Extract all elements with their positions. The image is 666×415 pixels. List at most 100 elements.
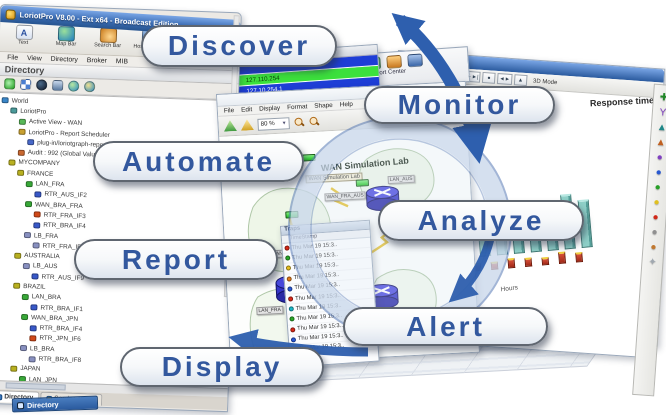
- menu-item[interactable]: Help: [339, 100, 354, 109]
- mode-label: 3D Mode: [532, 77, 558, 86]
- trap-timestamp: Thu Mar 19 15:3..: [297, 333, 344, 343]
- tool-strip-icon[interactable]: ●: [654, 181, 662, 194]
- alert-bar: [524, 257, 533, 267]
- tree-item-icon: [18, 128, 26, 135]
- tree-item-icon: [17, 169, 25, 177]
- search-icon: [99, 27, 117, 44]
- cycle-pill-analyze[interactable]: Analyze: [378, 200, 584, 241]
- map-layer-icon[interactable]: [223, 120, 237, 132]
- tree-item-icon: [32, 242, 40, 249]
- tree-item-icon: [31, 273, 39, 280]
- zoom-out-icon[interactable]: [308, 116, 320, 128]
- tree-item-icon: [1, 97, 9, 104]
- menu-item[interactable]: Directory: [50, 55, 78, 64]
- tree-item-icon: [23, 231, 32, 239]
- tree-item-label: LB_AUS: [32, 262, 58, 271]
- menu-item[interactable]: MIB: [115, 57, 129, 65]
- trap-timestamp: Thu Mar 19 15:3..: [296, 312, 343, 322]
- status-chip[interactable]: [302, 153, 316, 162]
- chart-report-icon[interactable]: [386, 54, 403, 69]
- map-layer-icon-2[interactable]: [240, 119, 254, 131]
- tree-item-label: WAN_BRA_JPN: [30, 314, 79, 323]
- zoom-select[interactable]: 80 %▼: [257, 116, 290, 131]
- tool-strip-icon[interactable]: ●: [656, 152, 664, 164]
- tool-strip-icon[interactable]: Y: [659, 107, 666, 119]
- trap-timestamp: Thu Mar 19 15:3..: [293, 272, 340, 282]
- cycle-pill-report[interactable]: Report: [74, 239, 278, 280]
- dark-globe-icon[interactable]: [36, 79, 48, 91]
- trap-timestamp: Thu Mar 19 15:3..: [294, 292, 341, 302]
- cycle-pill-discover[interactable]: Discover: [141, 25, 337, 67]
- tree-item-label: RTR_BRA_IF1: [40, 304, 84, 313]
- tool-strip-icon[interactable]: ●: [650, 241, 657, 254]
- globe-yellow-icon[interactable]: [83, 80, 96, 93]
- app-logo-icon: [5, 8, 16, 20]
- tool-strip-icon[interactable]: ●: [652, 211, 659, 224]
- trap-severity-icon: [287, 296, 294, 302]
- tree-item-icon: [34, 191, 42, 198]
- chart-title: Response time: [589, 95, 655, 109]
- tool-strip-icon[interactable]: ✦: [647, 256, 657, 269]
- text-icon: A: [15, 24, 33, 41]
- tree-item-label: WAN_BRA_FRA: [34, 200, 83, 210]
- menu-item[interactable]: View: [26, 54, 42, 62]
- trap-severity-icon: [290, 326, 296, 333]
- cycle-pill-automate[interactable]: Automate: [93, 141, 304, 182]
- trap-severity-icon: [285, 265, 292, 272]
- tree-item-icon: [14, 252, 22, 259]
- zoom-in-icon[interactable]: [293, 116, 305, 128]
- media-button[interactable]: ▲: [513, 74, 528, 87]
- cycle-pill-monitor[interactable]: Monitor: [364, 86, 555, 124]
- map-view-icon[interactable]: [20, 78, 32, 91]
- tree-item-icon: [24, 201, 33, 208]
- tree-item-icon: [8, 159, 16, 166]
- tree-item-icon: [22, 262, 30, 270]
- tool-strip-icon[interactable]: ▲: [655, 136, 666, 149]
- tree-item-label: RTR_AUS_IF9: [41, 273, 85, 282]
- tree-item-label: MYCOMPANY: [18, 159, 61, 168]
- menu-item[interactable]: File: [223, 107, 235, 115]
- trap-severity-icon: [285, 255, 291, 261]
- text-tool[interactable]: A Text: [5, 24, 42, 50]
- trap-severity-icon: [287, 286, 293, 292]
- status-chip[interactable]: [285, 210, 299, 219]
- tree-item-icon: [29, 324, 37, 332]
- tree-item-label: LB_BRA: [29, 345, 55, 353]
- printer-icon[interactable]: [407, 53, 424, 68]
- menu-item[interactable]: Broker: [86, 56, 108, 65]
- monitor-icon[interactable]: [52, 79, 64, 92]
- alert-bar: [507, 257, 516, 269]
- cycle-pill-display[interactable]: Display: [120, 347, 324, 387]
- media-button[interactable]: ◄►: [497, 73, 513, 86]
- directory-dock-tab[interactable]: Directory: [11, 395, 99, 413]
- menu-item[interactable]: Format: [286, 103, 308, 112]
- status-chip[interactable]: [355, 179, 370, 187]
- tree-item-icon: [33, 222, 41, 229]
- menu-item[interactable]: Display: [259, 104, 281, 113]
- trap-severity-icon: [289, 316, 295, 322]
- menu-item[interactable]: File: [7, 53, 19, 62]
- search-bar-tool[interactable]: Search Bar: [89, 27, 126, 53]
- tool-strip-icon[interactable]: ●: [651, 226, 658, 239]
- globe-green-icon[interactable]: [67, 80, 80, 92]
- tree-item-label: RTR_JPN_IF6: [39, 335, 81, 344]
- trap-severity-icon: [284, 245, 290, 251]
- tool-strip-icon[interactable]: ●: [655, 166, 663, 179]
- tool-strip-icon[interactable]: ✚: [659, 92, 666, 104]
- alert-bar: [490, 261, 499, 270]
- tree-item-icon: [20, 314, 29, 321]
- menu-item[interactable]: Shape: [314, 101, 333, 110]
- media-button[interactable]: ●: [482, 71, 496, 84]
- menu-item[interactable]: Edit: [241, 106, 253, 114]
- directory-dock-icon: [16, 401, 25, 409]
- trap-timestamp: Thu Mar 19 15:3..: [294, 282, 341, 292]
- tool-strip-icon[interactable]: ▲: [656, 121, 666, 134]
- tree-item-icon: [10, 107, 18, 115]
- trap-timestamp: Thu Mar 19 15:3..: [295, 302, 342, 312]
- cycle-pill-alert[interactable]: Alert: [343, 307, 548, 346]
- tree-item-icon: [21, 293, 29, 300]
- tool-strip-icon[interactable]: ●: [653, 196, 661, 209]
- refresh-icon[interactable]: [4, 78, 16, 90]
- map-bar-tool[interactable]: Map Bar: [47, 26, 84, 52]
- tree-item-icon: [25, 180, 33, 187]
